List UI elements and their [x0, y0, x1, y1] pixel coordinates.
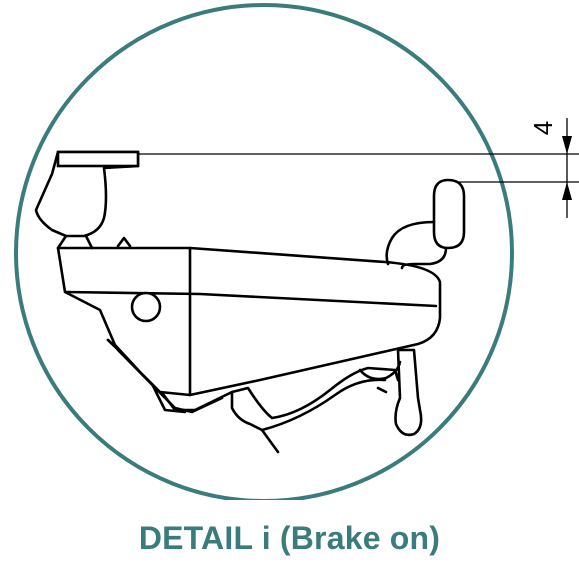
dimension-label: 4 [528, 121, 558, 135]
housing-body [56, 246, 442, 397]
dimension-arrow-down [562, 136, 572, 154]
housing-seam [64, 290, 438, 308]
pivot-pin [130, 291, 162, 323]
latch [394, 348, 423, 437]
release-hook [432, 178, 466, 250]
brake-mechanism [34, 150, 466, 454]
brake-lever [34, 150, 140, 238]
dimension-group: 4 [138, 118, 579, 218]
brake-detail-drawing: 4 [14, 3, 579, 500]
latch-link [358, 360, 402, 394]
detail-caption: DETAIL i (Brake on) [138, 520, 441, 556]
brake-lever-neck [56, 234, 94, 250]
dimension-arrow-up [562, 182, 572, 200]
small-tab [116, 236, 132, 248]
detail-circle [14, 3, 514, 500]
brake-lever-top [56, 150, 140, 168]
release-hook-stem [385, 220, 448, 270]
